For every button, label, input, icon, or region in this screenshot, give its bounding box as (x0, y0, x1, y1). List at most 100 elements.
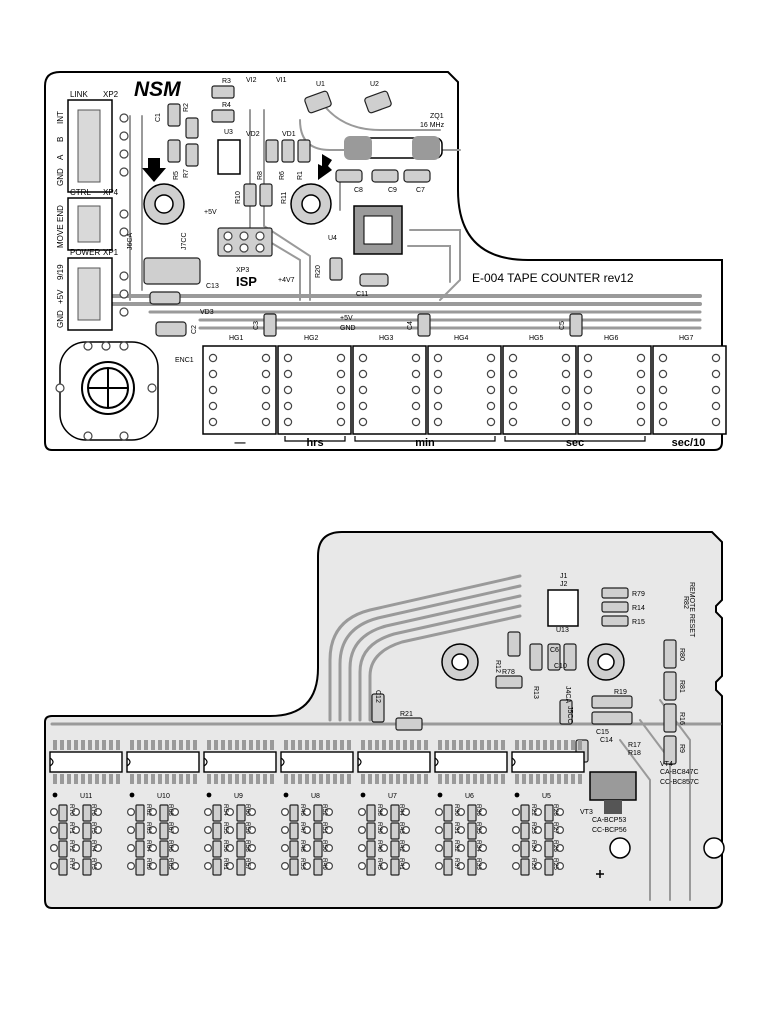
ref-u13: U13 (556, 627, 569, 634)
ref-r57: R57 (244, 858, 251, 870)
remote-reset-label: REMOTE RESET (688, 582, 695, 638)
ref-r60: R60 (244, 804, 251, 816)
ref-r2: R2 (183, 103, 190, 112)
ref-r27: R27 (552, 822, 559, 834)
arrow-icon-right (318, 154, 332, 180)
ref-c4: C4 (407, 321, 414, 330)
ref-c3: C3 (253, 321, 260, 330)
ref-r82: R82 (682, 596, 689, 609)
ref-c5: C5 (559, 321, 566, 330)
ref-r39: R39 (376, 822, 383, 834)
ref-c10: C10 (554, 663, 567, 670)
ref-r23: R23 (530, 822, 537, 834)
ref-r7: R7 (183, 169, 190, 178)
ref-r30: R30 (453, 804, 460, 816)
ref-r3: R3 (222, 78, 231, 85)
ref-r9: R9 (678, 744, 685, 753)
ref-r33: R33 (475, 858, 482, 870)
ref-r70: R70 (68, 804, 75, 816)
top-traces (88, 99, 702, 330)
mounting-hole-left (143, 183, 185, 225)
ref-r25: R25 (552, 858, 559, 870)
vt3-note-1: CA-BCP53 (592, 817, 626, 824)
ref-r1: R1 (297, 171, 304, 180)
vt3-note-2: CC-BCP56 (592, 827, 627, 834)
ref-r46: R46 (299, 804, 306, 816)
ref-r4: R4 (222, 102, 231, 109)
ref-r81: R81 (678, 680, 685, 693)
display-hg7: HG7 (652, 335, 727, 435)
ref-r10: R10 (235, 191, 242, 204)
group-label-0: — (235, 437, 246, 449)
ref-j4ca: J4CA (564, 686, 571, 703)
net-gnd-label: GND (340, 325, 356, 332)
encoder-label: ENC1 (175, 357, 194, 364)
pin-label-move: MOVE (56, 224, 65, 248)
ref-r35: R35 (475, 822, 482, 834)
group-label-3: sec (504, 436, 646, 449)
ref-r73: R73 (90, 858, 97, 870)
xp3-label: XP3 (236, 267, 249, 274)
svg-text:min: min (415, 437, 435, 449)
pin-label-5v: +5V (56, 289, 65, 304)
display-hg1: HG1 (202, 335, 277, 435)
ref-c8: C8 (354, 187, 363, 194)
ref-r18: R18 (628, 750, 641, 757)
net-4v7-label: +4V7 (278, 277, 295, 284)
group-label-2: min (354, 436, 496, 449)
display-label-hg4: HG4 (454, 335, 469, 342)
board-title: E-004 TAPE COUNTER rev12 (472, 271, 634, 285)
ref-r59: R59 (244, 822, 251, 834)
ref-c15: C15 (596, 729, 609, 736)
ref-j5cc: J5CC (566, 706, 573, 724)
ref-vi1: VI1 (276, 77, 287, 84)
ref-r41: R41 (398, 858, 405, 870)
crystal-ref-label: ZQ1 (430, 113, 444, 120)
pin-label-b: B (56, 137, 65, 142)
mounting-hole-right (290, 183, 332, 225)
ref-vd1: VD1 (282, 131, 296, 138)
ref-c9: C9 (388, 187, 397, 194)
ref-r22: R22 (530, 804, 537, 816)
ref-r75: R75 (90, 822, 97, 834)
display-label-hg2: HG2 (304, 335, 319, 342)
display-hg2: HG2 (277, 335, 352, 435)
ref-r80: R80 (678, 648, 685, 661)
crystal-frequency-label: 16 MHz (420, 122, 445, 129)
display-label-hg7: HG7 (679, 335, 694, 342)
ref-c12: C12 (374, 690, 381, 703)
connector-xp2 (67, 99, 129, 193)
ref-r72: R72 (68, 840, 75, 852)
ref-r62: R62 (145, 804, 152, 816)
smd-parts-top (143, 85, 583, 337)
ref-r13: R13 (532, 686, 539, 699)
vt4-note-1: CA-BC847C (660, 769, 699, 776)
display-label-hg1: HG1 (229, 335, 244, 342)
ref-r26: R26 (552, 840, 559, 852)
pin-label-int: INT (56, 111, 65, 124)
chip-label-u5: U5 (542, 793, 551, 800)
ref-r40: R40 (376, 840, 383, 852)
display-hg5: HG5 (502, 335, 577, 435)
xp2-name-label: LINK (70, 90, 88, 99)
connector-xp4 (67, 197, 129, 251)
ref-r21: R21 (400, 711, 413, 718)
ref-r42: R42 (398, 840, 405, 852)
net-5v-label: +5V (204, 209, 217, 216)
chip-label-u9: U9 (234, 793, 243, 800)
ref-r38: R38 (376, 804, 383, 816)
ref-r5: R5 (173, 171, 180, 180)
ref-r67: R67 (167, 822, 174, 834)
pin-label-a: A (56, 154, 65, 160)
ref-r64: R64 (145, 840, 152, 852)
display-label-hg6: HG6 (604, 335, 619, 342)
chip-label-u7: U7 (388, 793, 397, 800)
